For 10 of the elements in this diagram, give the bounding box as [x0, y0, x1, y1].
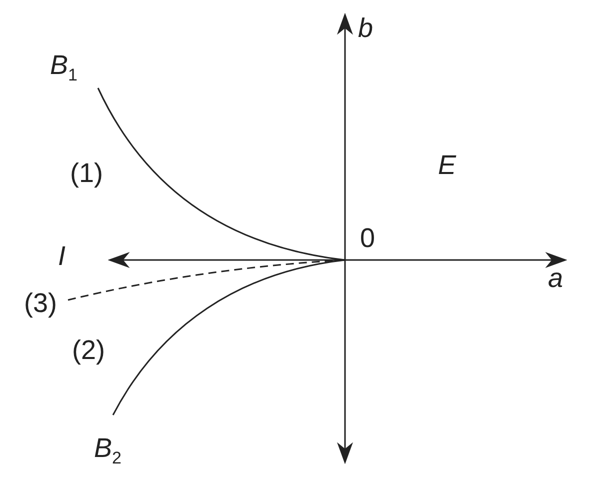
- origin-label: 0: [360, 225, 376, 252]
- axis-label: b: [358, 15, 374, 42]
- region-label: (2): [72, 337, 105, 364]
- curve-label: B$_{2}$: [94, 435, 122, 466]
- curve-label: (3): [24, 290, 57, 317]
- region-label: (1): [70, 160, 103, 187]
- region-label: E: [438, 152, 456, 179]
- axis-label: a: [548, 265, 564, 292]
- curve-label: B$_{1}$: [50, 52, 78, 84]
- axis-label: I: [58, 243, 66, 270]
